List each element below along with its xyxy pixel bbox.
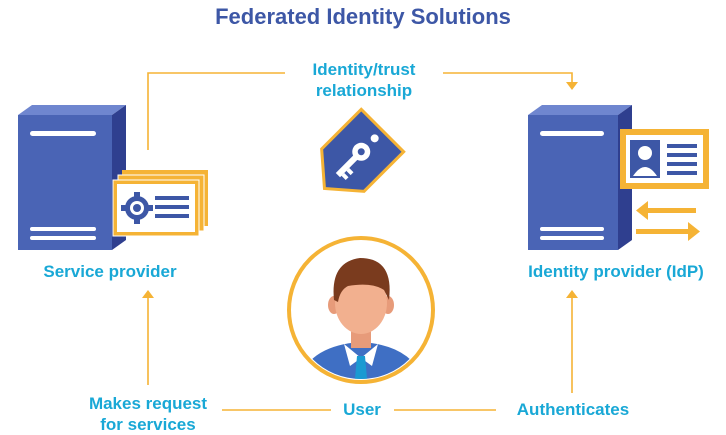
key-tag-icon [320,107,406,193]
trust-label-line2: relationship [315,81,413,100]
arrowheads [142,82,578,298]
makes-request-line1: Makes request [88,394,208,413]
gear-icon [121,192,153,224]
service-card-icon [112,170,208,237]
trust-arrowhead [566,82,578,90]
trust-label-line1: Identity/trust [312,60,416,79]
service-provider-server-icon [18,105,126,250]
identity-provider-label: Identity provider (IdP) [528,262,704,281]
trust-line-right [443,72,573,82]
user-avatar-icon [287,236,435,384]
exchange-arrows-icon [636,201,700,241]
request-arrowhead [142,290,154,298]
authenticate-arrowhead [566,290,578,298]
service-provider-label: Service provider [43,262,177,281]
diagram-title: Federated Identity Solutions [215,4,511,29]
connectors [147,72,573,411]
trust-line-left [147,72,285,150]
card-lines-icon [155,196,189,218]
trust-relationship-label: Identity/trust relationship [264,59,464,101]
id-card-icon [620,129,709,189]
user-label: User [343,400,381,419]
identity-provider-server-icon [528,105,632,250]
makes-request-label: Makes request for services [73,393,223,435]
authenticates-label: Authenticates [516,400,630,419]
makes-request-line2: for services [100,415,196,434]
